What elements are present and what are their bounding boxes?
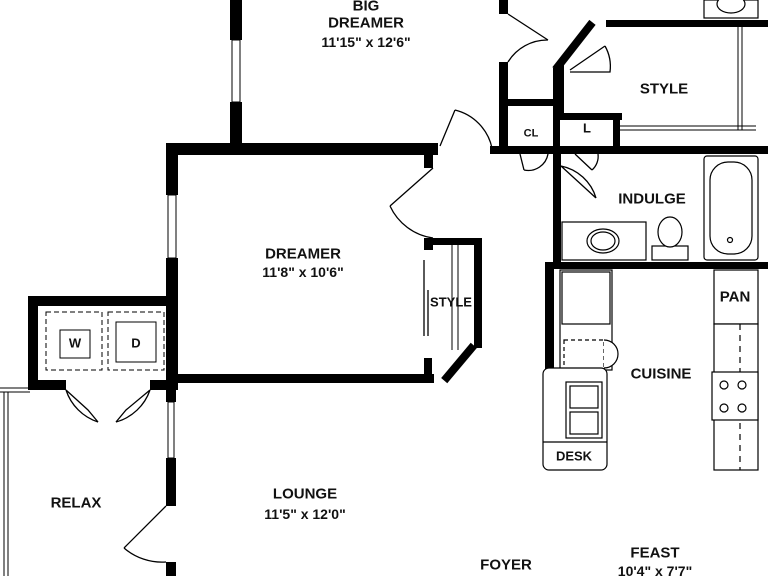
room-closet-name: CL: [523, 127, 539, 140]
wall-kitchen-left: [545, 262, 554, 372]
stove-icon: [711, 371, 759, 421]
room-big-dreamer-name-line2: DREAMER: [328, 14, 404, 32]
wall-dreamer-closet-left: [424, 358, 432, 382]
wall-dreamer-closet-diag: [441, 342, 477, 384]
room-big-dreamer-name-line1: BIG: [352, 0, 380, 15]
room-desk-name: DESK: [555, 448, 593, 464]
dryer-label: D: [131, 335, 141, 351]
wall-lounge-left-bottom: [166, 562, 176, 576]
refrigerator: [561, 271, 611, 325]
room-cuisine-name: CUISINE: [630, 365, 692, 383]
wall-big-dreamer-right-top: [499, 0, 508, 14]
bath-fixtures: [561, 0, 759, 261]
room-dreamer-dims: 11'8" x 10'6": [262, 263, 344, 280]
wall-dreamer-left-top: [166, 143, 178, 195]
dishwasher: [563, 339, 605, 373]
washer-label: W: [68, 335, 82, 351]
wall-indulge-bottom: [553, 262, 768, 269]
wall-dreamer-bottom: [166, 374, 434, 383]
wall-big-dreamer-left-bottom: [230, 102, 242, 150]
room-feast-name: FEAST: [630, 544, 680, 562]
room-relax-name: RELAX: [50, 494, 102, 512]
room-pantry-name: PAN: [719, 288, 751, 306]
wall-style-bottom: [556, 113, 622, 120]
wall-big-dreamer-bottom: [166, 143, 438, 155]
wall-indulge-left: [553, 154, 561, 266]
wall-linen-right: [613, 113, 620, 151]
wall-laundry-left: [28, 296, 38, 390]
room-style-dreamer-name: STYLE: [430, 294, 472, 310]
pantry-box: [713, 269, 759, 325]
window-big-dreamer: [231, 39, 241, 103]
doors: [65, 13, 612, 563]
window-lounge: [167, 401, 175, 459]
wall-closet-top: [503, 99, 559, 106]
room-feast-dims: 10'4" x 7'7": [617, 562, 693, 579]
wall-dreamer-closet-right: [474, 238, 482, 348]
room-lounge-name: LOUNGE: [272, 485, 338, 503]
wall-style-top: [606, 20, 768, 27]
laundry-fixtures: [45, 311, 165, 371]
room-dreamer-name: DREAMER: [265, 245, 341, 263]
closet-rods: [451, 27, 756, 350]
room-lounge-dims: 11'5" x 12'0": [264, 505, 346, 522]
walls: [28, 0, 768, 576]
wall-laundry-bottom-right: [150, 380, 178, 390]
wall-big-dreamer-bottom-right: [490, 146, 558, 154]
windows: [0, 39, 241, 576]
room-style-upper-name: STYLE: [639, 80, 689, 98]
wall-laundry-top: [28, 296, 176, 306]
wall-dreamer-left-bottom: [166, 258, 178, 386]
wall-style-diag: [552, 19, 596, 73]
wall-dreamer-closet-top: [424, 238, 482, 245]
room-indulge-name: INDULGE: [618, 190, 686, 208]
toilet-tank: [651, 245, 689, 261]
wall-big-dreamer-left-top: [230, 0, 242, 40]
room-linen-name: L: [583, 120, 591, 136]
kitchen-fixtures: [542, 269, 759, 471]
room-big-dreamer-dims: 11'15" x 12'6": [321, 33, 411, 50]
wall-linen-bottom: [556, 146, 768, 154]
wall-lounge-left-mid: [166, 458, 176, 506]
wall-lounge-left-top: [166, 380, 176, 402]
wall-style-left: [556, 64, 564, 120]
toilet-icon: [657, 216, 683, 248]
window-dreamer: [167, 194, 177, 259]
room-foyer-name: FOYER: [480, 556, 532, 574]
wall-dreamer-right-top: [424, 146, 433, 168]
wall-laundry-bottom-left: [28, 380, 66, 390]
